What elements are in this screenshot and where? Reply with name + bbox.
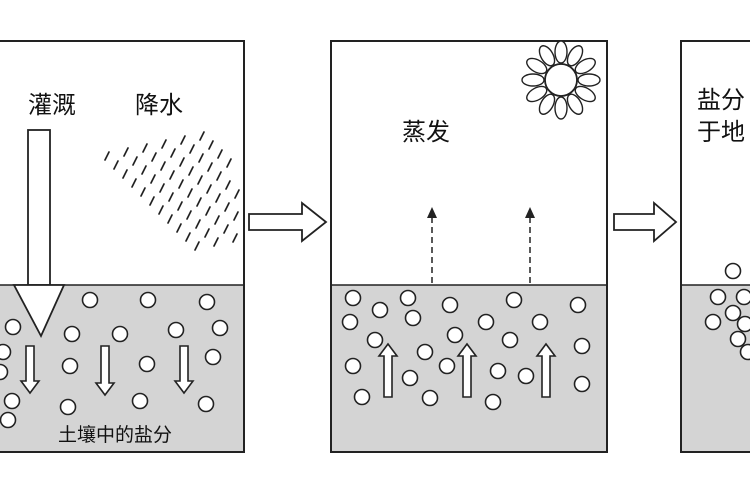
salt-particle-icon <box>418 345 433 360</box>
salt-particle-icon <box>519 369 534 384</box>
salt-particle-icon <box>0 345 11 360</box>
salt-particle-icon <box>169 323 184 338</box>
salt-particle-icon <box>83 293 98 308</box>
salt-particle-icon <box>423 391 438 406</box>
sun-core <box>545 64 577 96</box>
salt-particle-icon <box>199 397 214 412</box>
panel-irrigation: 灌溉 降水 土壤中的盐分 <box>0 41 244 452</box>
salt-particle-icon <box>403 371 418 386</box>
salt-particle-icon <box>373 303 388 318</box>
salt-particle-icon <box>507 293 522 308</box>
salt-particle-icon <box>479 315 494 330</box>
salt-particle-icon <box>343 315 358 330</box>
panel-accumulation: 盐分 于地 <box>681 41 750 452</box>
salt-particle-icon <box>443 298 458 313</box>
sun-ray <box>555 41 567 63</box>
sun-ray <box>578 74 600 86</box>
sun-ray <box>522 74 544 86</box>
salt-particle-icon <box>346 359 361 374</box>
right-arrow-icon <box>614 203 676 241</box>
right-arrow-icon <box>249 203 326 241</box>
salt-particle-icon <box>571 298 586 313</box>
panel-evaporation: 蒸发 <box>331 41 607 452</box>
salt-particle-icon <box>213 321 228 336</box>
salt-particle-icon <box>440 359 455 374</box>
salt-particle-icon <box>63 359 78 374</box>
salt-particle-icon <box>355 390 370 405</box>
salt-particle-icon <box>141 293 156 308</box>
salt-particle-icon <box>706 315 721 330</box>
salt-particle-icon <box>726 306 741 321</box>
salt-particle-icon <box>0 365 8 380</box>
salt-particle-icon <box>575 339 590 354</box>
salt-particle-icon <box>401 291 416 306</box>
salt-particle-icon <box>1 413 16 428</box>
panel-3-caption-line-2: 于地 <box>697 118 745 146</box>
salt-particle-icon <box>737 290 750 305</box>
salt-particle-icon <box>65 327 80 342</box>
salt-particle-icon <box>406 311 421 326</box>
soil-salt-label: 土壤中的盐分 <box>58 424 172 446</box>
salt-particle-icon <box>140 357 155 372</box>
rain-label: 降水 <box>135 91 183 119</box>
salt-particle-icon <box>346 291 361 306</box>
salt-particle-icon <box>711 290 726 305</box>
salt-particle-icon <box>731 332 746 347</box>
salt-particle-icon <box>575 377 590 392</box>
evaporation-label: 蒸发 <box>402 118 450 146</box>
salt-particle-icon <box>61 400 76 415</box>
salt-particle-icon <box>741 345 750 360</box>
salt-particle-icon <box>6 320 21 335</box>
salt-particle-icon <box>503 333 518 348</box>
salt-particle-icon <box>726 264 741 279</box>
salt-particle-icon <box>5 394 20 409</box>
sun-ray <box>555 97 567 119</box>
salt-particle-icon <box>491 364 506 379</box>
salt-particle-icon <box>533 315 548 330</box>
salt-particle-icon <box>368 333 383 348</box>
panel-3-caption-line-1: 盐分 <box>697 86 745 114</box>
salt-particle-icon <box>448 328 463 343</box>
salt-particle-icon <box>200 295 215 310</box>
salt-particle-icon <box>486 395 501 410</box>
salt-particle-icon <box>738 317 750 332</box>
irrigation-label: 灌溉 <box>28 91 76 119</box>
salt-particle-icon <box>206 350 221 365</box>
salt-particle-icon <box>113 327 128 342</box>
salt-particle-icon <box>133 394 148 409</box>
